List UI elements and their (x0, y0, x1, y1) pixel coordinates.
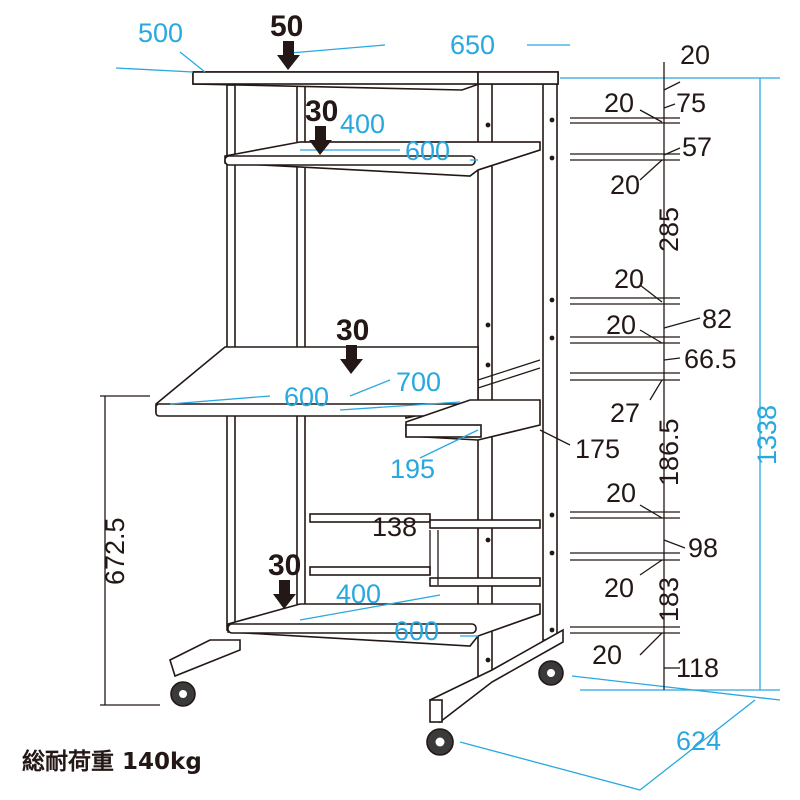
dim-v-118: 118 (676, 653, 719, 683)
dim-total-height: 1338 (752, 405, 782, 465)
dim-v-20-e: 20 (606, 478, 636, 508)
dim-bottom-width: 600 (394, 616, 439, 646)
dim-v-183: 183 (654, 577, 684, 622)
load-arrow-bottom (273, 580, 296, 609)
post-holes (485, 117, 555, 663)
dim-shelf1-depth: 400 (340, 109, 385, 139)
dim-keyboard-height: 672.5 (100, 517, 130, 585)
casters (170, 660, 564, 756)
dim-v-20-a: 20 (604, 88, 634, 118)
dim-base-depth: 624 (676, 726, 721, 756)
dim-v-20-f: 20 (604, 573, 634, 603)
dim-shelf1-width: 600 (405, 136, 450, 166)
dim-mouse-depth: 195 (390, 454, 435, 484)
load-shelf-value: 30 (305, 95, 338, 128)
dim-v-20-top: 20 (680, 40, 710, 70)
load-arrow-top (277, 41, 300, 70)
load-keyboard-value: 30 (336, 314, 369, 347)
dim-v-20-d: 20 (606, 310, 636, 340)
dim-mouse-width: 175 (575, 434, 620, 464)
total-load-caption: 総耐荷重 140kg (22, 749, 202, 775)
black-dimension-lines (100, 62, 701, 706)
load-arrow-keyboard (340, 345, 363, 374)
cart-frame (155, 71, 564, 756)
dim-v-57: 57 (682, 132, 712, 162)
dim-keyboard-width: 600 (284, 382, 329, 412)
dim-v-186-5: 186.5 (654, 418, 684, 486)
dim-v-82: 82 (702, 304, 732, 334)
dim-v-98: 98 (688, 533, 718, 563)
dim-v-27: 27 (610, 398, 640, 428)
dim-v-20-c: 20 (614, 264, 644, 294)
dim-top-depth: 500 (138, 18, 183, 48)
dim-v-20-b: 20 (610, 170, 640, 200)
dim-bottom-depth: 400 (336, 579, 381, 609)
dim-keyboard-depth: 700 (396, 367, 441, 397)
dim-top-width: 650 (450, 30, 495, 60)
dim-v-66-5: 66.5 (684, 344, 737, 374)
dim-v-75: 75 (676, 88, 706, 118)
load-arrow-shelf (309, 126, 332, 155)
dim-v-20-g: 20 (592, 640, 622, 670)
dim-v-285: 285 (654, 207, 684, 252)
blue-dimension-lines (115, 44, 781, 791)
load-bottom-value: 30 (268, 549, 301, 582)
dim-rail-gap: 138 (372, 512, 417, 542)
load-top-value: 50 (270, 10, 303, 43)
